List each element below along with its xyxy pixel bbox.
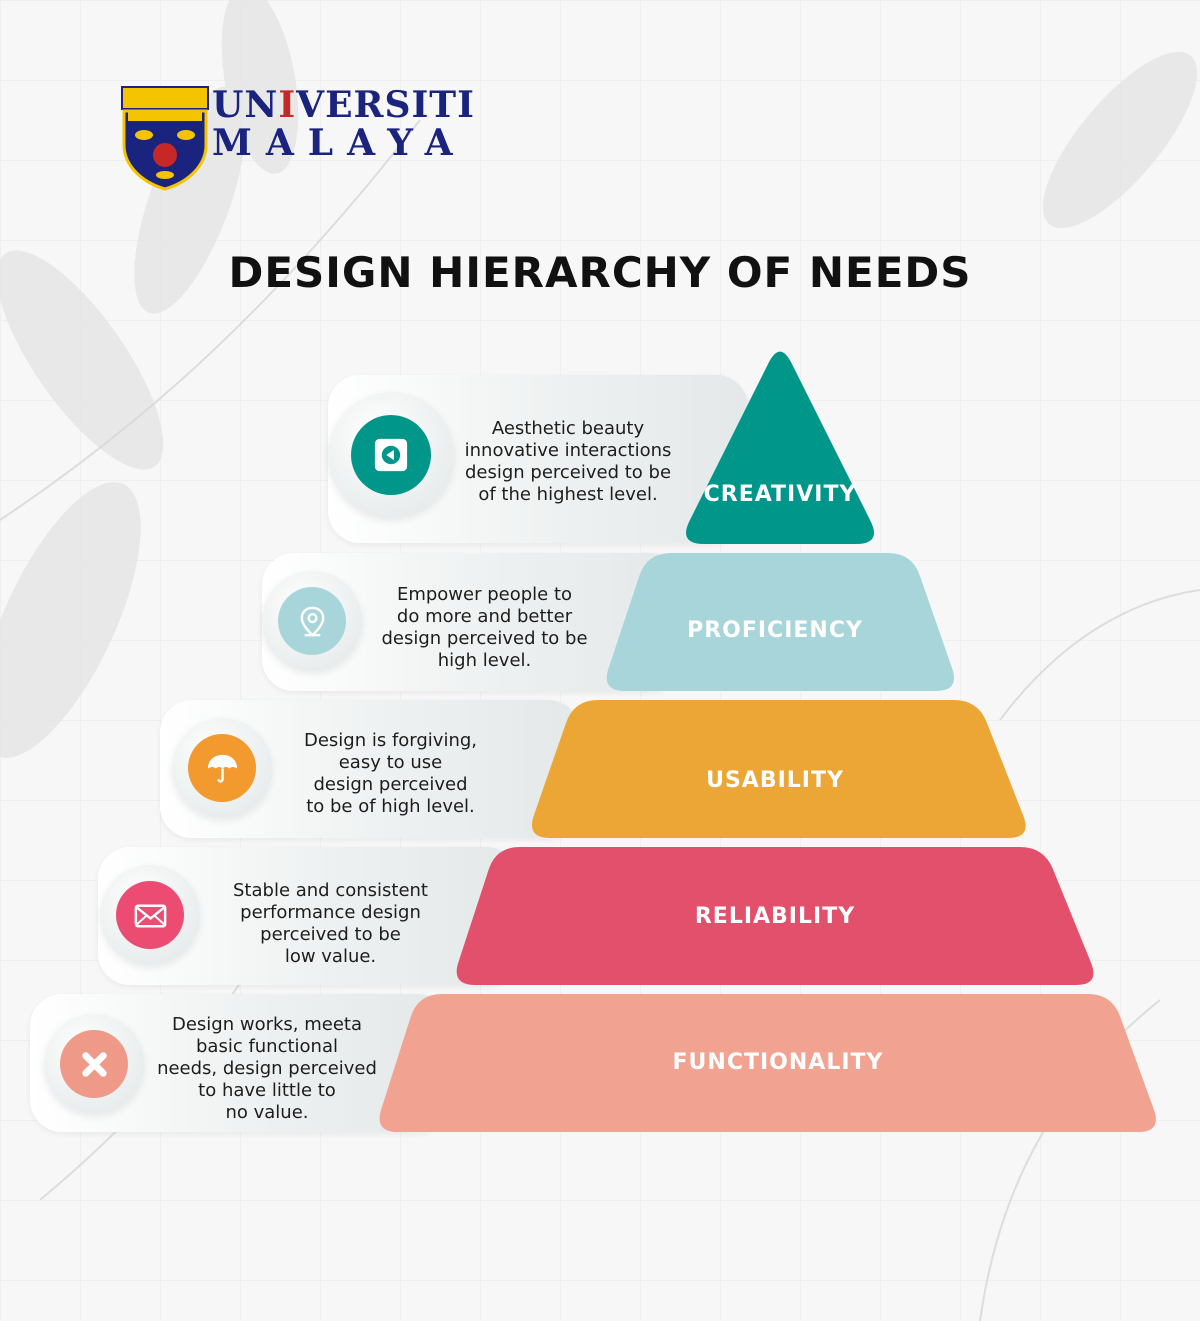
mail-envelope-icon (116, 881, 184, 949)
page-title: DESIGN HIERARCHY OF NEEDS (228, 248, 972, 297)
icon-badge-reliability (100, 865, 200, 965)
university-crest-icon (121, 86, 209, 191)
layer-label-usability: USABILITY (706, 768, 844, 793)
pyramid-layer-reliability (456, 847, 1094, 985)
logo-text-accent: I (278, 84, 297, 126)
close-cross-icon (60, 1030, 128, 1098)
description-proficiency: Empower people to do more and better des… (381, 584, 588, 671)
layer-label-creativity: CREATIVITY (703, 482, 857, 507)
pyramid-layer-functionality (379, 994, 1156, 1132)
logo-text-part: UN (212, 84, 279, 126)
layer-label-reliability: RELIABILITY (694, 904, 856, 929)
icon-badge-proficiency (262, 571, 362, 671)
pyramid-layer-proficiency (606, 553, 955, 691)
location-pin-icon (278, 587, 346, 655)
description-usability: Design is forgiving, easy to use design … (303, 730, 478, 817)
icon-badge-creativity (328, 392, 454, 518)
pyramid-layer-creativity (686, 351, 874, 544)
icon-badge-functionality (44, 1014, 144, 1114)
icon-badge-usability (172, 718, 272, 818)
description-creativity: Aesthetic beauty innovative interactions… (464, 418, 672, 505)
logo-line-universiti: UNIVERSITI (212, 87, 475, 123)
university-wordmark: UNIVERSITI MALAYA (212, 87, 475, 161)
layer-label-functionality: FUNCTIONALITY (672, 1050, 884, 1075)
university-logo: UNIVERSITI MALAYA (120, 85, 474, 195)
media-play-icon (351, 415, 431, 495)
logo-text-part: VERSITI (296, 84, 475, 126)
umbrella-icon (188, 734, 256, 802)
layer-label-proficiency: PROFICIENCY (687, 618, 863, 643)
logo-line-malaya: MALAYA (212, 122, 467, 164)
pyramid-layer-usability (531, 700, 1026, 838)
description-functionality: Design works, meeta basic functional nee… (157, 1014, 377, 1123)
description-reliability: Stable and consistent performance design… (233, 880, 428, 967)
